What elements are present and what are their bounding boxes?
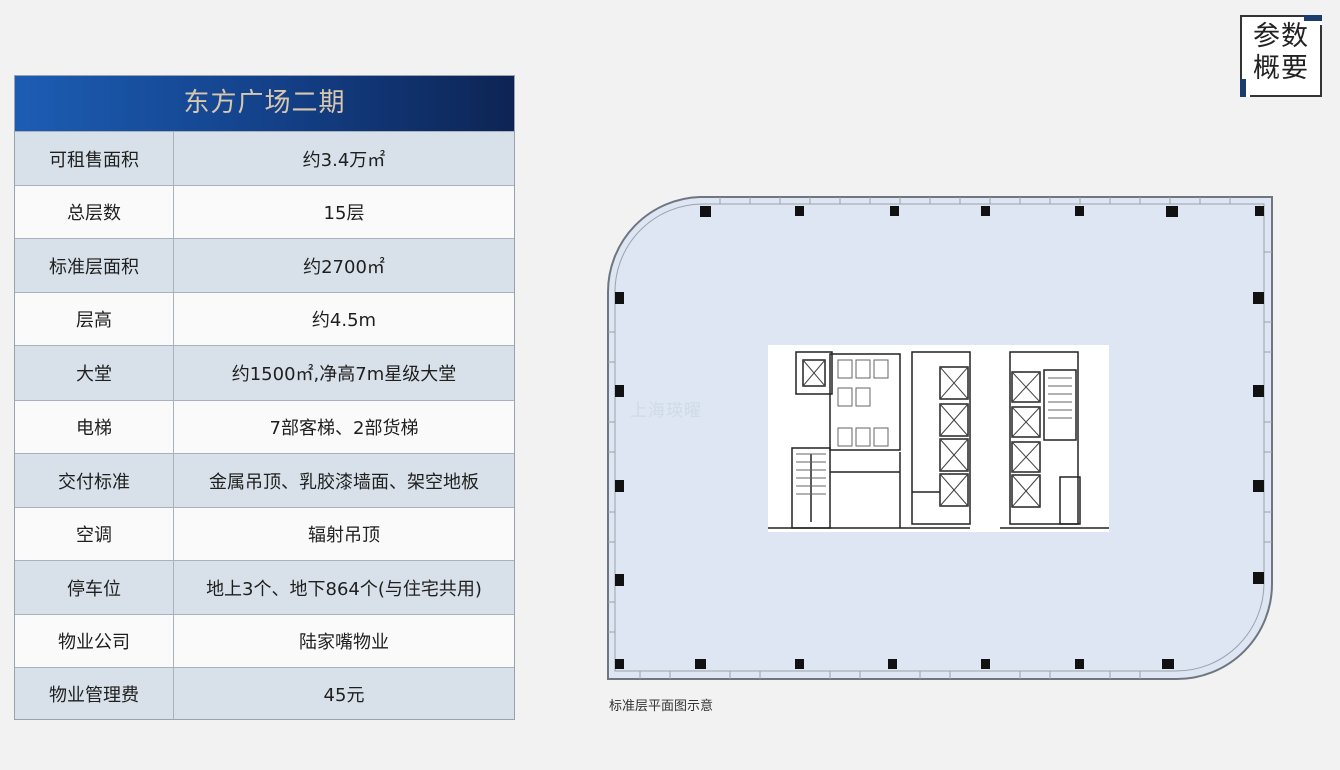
- parameter-table: 东方广场二期 可租售面积 约3.4万㎡ 总层数 15层 标准层面积 约2700㎡…: [14, 75, 515, 720]
- watermark: 上海瑛曜: [630, 401, 702, 421]
- floor-plan-caption: 标准层平面图示意: [609, 699, 714, 714]
- table-row: 停车位 地上3个、地下864个(与住宅共用): [15, 560, 514, 614]
- row-value: 金属吊顶、乳胶漆墙面、架空地板: [174, 454, 514, 507]
- row-key: 物业管理费: [15, 668, 174, 719]
- table-row: 物业公司 陆家嘴物业: [15, 614, 514, 667]
- badge-accent: [1240, 79, 1246, 97]
- row-key: 层高: [15, 293, 174, 345]
- row-value: 约4.5m: [174, 293, 514, 345]
- row-value: 约1500㎡,净高7m星级大堂: [174, 346, 514, 400]
- badge-frame: [1240, 15, 1312, 87]
- table-row: 层高 约4.5m: [15, 292, 514, 345]
- badge-line-2: 概要: [1253, 53, 1309, 84]
- badge-text: 参数 概要: [1240, 21, 1322, 85]
- table-row: 大堂 约1500㎡,净高7m星级大堂: [15, 345, 514, 400]
- badge-line-1: 参数: [1253, 21, 1309, 52]
- table-row: 物业管理费 45元: [15, 667, 514, 719]
- table-row: 总层数 15层: [15, 185, 514, 238]
- floor-plan: [607, 196, 1273, 680]
- building-core: [768, 345, 1109, 532]
- badge-accent: [1304, 15, 1322, 21]
- structural-columns: [615, 206, 1264, 669]
- row-key: 物业公司: [15, 615, 174, 667]
- row-value: 地上3个、地下864个(与住宅共用): [174, 561, 514, 614]
- row-value: 15层: [174, 186, 514, 238]
- row-key: 空调: [15, 508, 174, 560]
- row-key: 大堂: [15, 346, 174, 400]
- row-key: 停车位: [15, 561, 174, 614]
- row-value: 约3.4万㎡: [174, 132, 514, 185]
- table-row: 标准层面积 约2700㎡: [15, 238, 514, 292]
- table-row: 空调 辐射吊顶: [15, 507, 514, 560]
- table-row: 可租售面积 约3.4万㎡: [15, 131, 514, 185]
- row-value: 45元: [174, 668, 514, 719]
- row-key: 总层数: [15, 186, 174, 238]
- section-badge: 参数 概要: [1240, 15, 1322, 97]
- table-row: 电梯 7部客梯、2部货梯: [15, 400, 514, 453]
- table-title: 东方广场二期: [15, 76, 514, 131]
- row-value: 约2700㎡: [174, 239, 514, 292]
- row-value: 陆家嘴物业: [174, 615, 514, 667]
- row-key: 标准层面积: [15, 239, 174, 292]
- floor-slab-inner-edge: [614, 203, 1265, 672]
- row-value: 辐射吊顶: [174, 508, 514, 560]
- badge-frame: [1250, 25, 1322, 97]
- table-row: 交付标准 金属吊顶、乳胶漆墙面、架空地板: [15, 453, 514, 507]
- row-key: 电梯: [15, 401, 174, 453]
- row-key: 交付标准: [15, 454, 174, 507]
- row-value: 7部客梯、2部货梯: [174, 401, 514, 453]
- row-key: 可租售面积: [15, 132, 174, 185]
